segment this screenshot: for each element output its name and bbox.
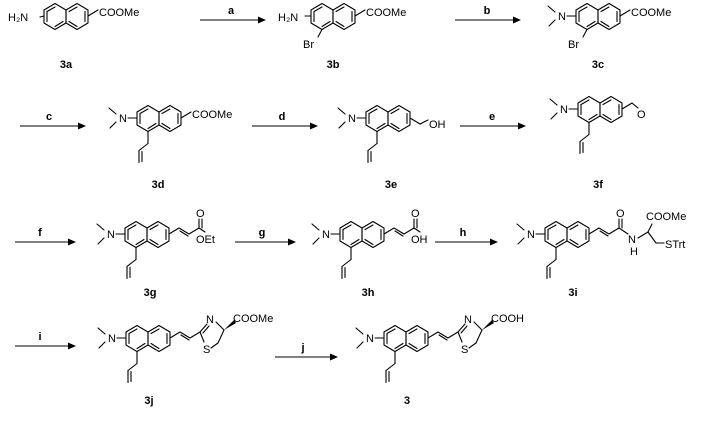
step-label: e xyxy=(489,111,495,123)
step-label: h xyxy=(460,227,467,239)
reaction-arrow-a: a xyxy=(200,5,266,24)
aldehyde-oxygen: O xyxy=(637,109,646,121)
reaction-arrow-b: b xyxy=(455,5,521,24)
amine-nitrogen: N xyxy=(107,229,115,241)
compound-3f: N O 3f xyxy=(549,95,646,191)
reaction-arrow-g: g xyxy=(235,227,296,246)
reaction-arrow-i: i xyxy=(15,331,76,350)
naphthalene-core xyxy=(310,2,356,31)
step-label: f xyxy=(38,227,42,239)
compound-label: 3d xyxy=(152,179,165,191)
step-label: j xyxy=(300,342,304,354)
reaction-arrow-j: j xyxy=(275,342,338,361)
hydroxyl-group: OH xyxy=(411,234,428,246)
thiazoline-nitrogen: N xyxy=(464,314,472,326)
compound-3g: N O OEt 3g xyxy=(96,208,215,299)
naphthalene-core xyxy=(124,220,170,249)
compound-label: 3 xyxy=(404,395,410,407)
reaction-arrow-f: f xyxy=(15,227,76,246)
compound-3d: N COOMe 3d xyxy=(108,104,232,191)
compound-3: N N S COOH 3 xyxy=(355,313,524,407)
compound-label: 3a xyxy=(60,59,73,71)
compound-3c: N Br COOMe 3c xyxy=(547,2,671,71)
compound-label: 3b xyxy=(327,59,340,71)
compound-label: 3e xyxy=(385,179,397,191)
amide-oxygen: O xyxy=(616,208,625,220)
thiazoline-sulfur: S xyxy=(203,344,210,356)
amide-hydrogen: H xyxy=(630,246,638,258)
compound-3b: H₂N Br COOMe 3b xyxy=(278,2,406,71)
step-label: d xyxy=(279,111,286,123)
naphthalene-core xyxy=(577,95,623,124)
amine-nitrogen: N xyxy=(366,333,374,345)
compound-3i: N O N H COOMe STrt 3i xyxy=(516,208,686,299)
ester-group: COOMe xyxy=(646,211,686,223)
naphthalene-core xyxy=(365,104,411,133)
reaction-arrow-h: h xyxy=(435,227,498,246)
naphthalene-core xyxy=(136,104,182,133)
compound-label: 3f xyxy=(593,179,603,191)
step-label: c xyxy=(46,111,52,123)
step-label: i xyxy=(38,331,41,343)
thiazoline-nitrogen: N xyxy=(206,314,214,326)
compound-label: 3g xyxy=(144,287,157,299)
compound-3e: N OH 3e xyxy=(337,104,446,191)
step-label: a xyxy=(228,5,235,17)
naphthalene-core xyxy=(575,2,621,31)
naphthalene-core xyxy=(383,324,429,353)
amine-nitrogen: N xyxy=(348,113,356,125)
amine-nitrogen: N xyxy=(322,229,330,241)
compound-3h: N O OH 3h xyxy=(311,208,428,299)
ester-group: COOMe xyxy=(366,7,406,19)
ester-group: COOMe xyxy=(192,109,232,121)
amide-nitrogen: N xyxy=(628,234,636,246)
trityl-thio-group: STrt xyxy=(665,239,685,251)
carboxylic-acid-group: COOH xyxy=(491,313,524,325)
compound-label: 3j xyxy=(144,395,153,407)
carbonyl-oxygen: O xyxy=(196,208,205,220)
amine-group: H₂N xyxy=(278,12,298,24)
step-label: b xyxy=(484,5,491,17)
naphthalene-core xyxy=(339,220,385,249)
compound-3j: N N S COOMe 3j xyxy=(97,313,273,407)
ethoxy-group: OEt xyxy=(196,234,215,246)
compound-label: 3c xyxy=(592,59,604,71)
amine-nitrogen: N xyxy=(560,104,568,116)
thiazoline-sulfur: S xyxy=(461,344,468,356)
ester-group: COOMe xyxy=(99,7,139,19)
amine-nitrogen: N xyxy=(558,11,566,23)
amine-nitrogen: N xyxy=(527,229,535,241)
compound-label: 3i xyxy=(568,287,577,299)
bromo-group: Br xyxy=(568,39,579,51)
naphthalene-core xyxy=(43,2,89,31)
naphthalene-core xyxy=(544,220,590,249)
bromo-group: Br xyxy=(303,39,314,51)
amine-nitrogen: N xyxy=(119,113,127,125)
amine-nitrogen: N xyxy=(108,333,116,345)
ester-group: COOMe xyxy=(233,313,273,325)
compound-label: 3h xyxy=(362,287,375,299)
reaction-arrow-c: c xyxy=(20,111,86,130)
step-label: g xyxy=(259,227,266,239)
ester-group: COOMe xyxy=(631,7,671,19)
naphthalene-core xyxy=(125,324,171,353)
carbonyl-oxygen: O xyxy=(411,208,420,220)
compound-3a: H₂N COOMe 3a xyxy=(8,2,139,71)
reaction-arrow-e: e xyxy=(460,111,526,130)
reaction-arrow-d: d xyxy=(252,111,318,130)
hydroxyl-group: OH xyxy=(429,119,446,131)
amine-group: H₂N xyxy=(8,12,28,24)
